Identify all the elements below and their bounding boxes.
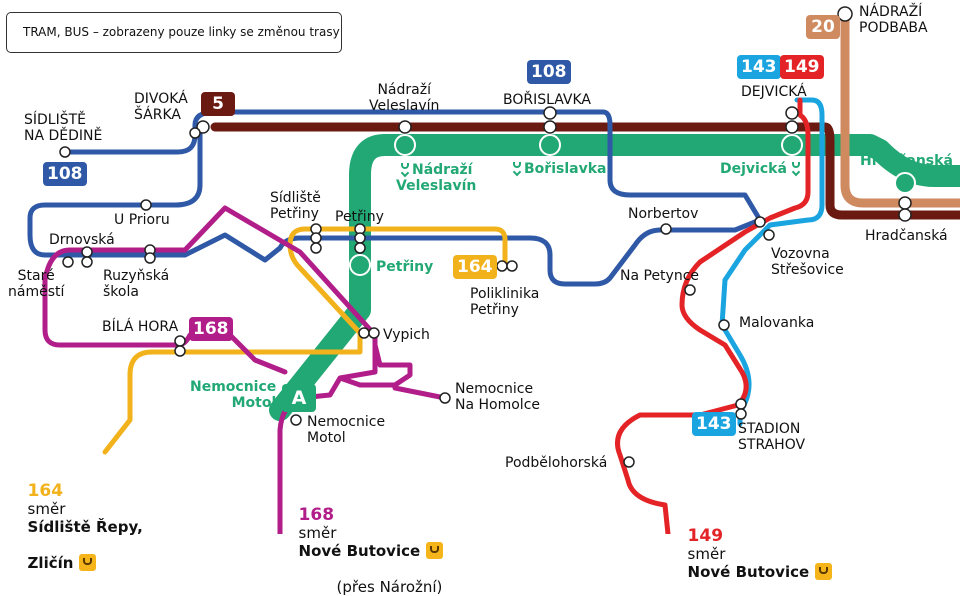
stop-label-u-prioru: U Prioru — [114, 212, 170, 228]
stop-marker-borislavka-1 — [543, 106, 557, 120]
badge-line-108-left: 108 — [43, 162, 87, 186]
stop-marker-petriny-2 — [354, 232, 366, 244]
stop-marker-dejvicka-2 — [785, 120, 799, 134]
stop-marker-hradcanska-2 — [898, 208, 912, 222]
stop-marker-dejvicka-1 — [785, 106, 799, 120]
stop-label-norbertov: Norbertov — [628, 206, 699, 222]
stop-marker-nemocnice-motol — [290, 414, 302, 426]
stop-marker-u-prioru — [140, 199, 152, 211]
stop-marker-stare-namesti — [62, 256, 74, 268]
metro-icon — [426, 542, 444, 559]
stop-marker-norbertov — [660, 223, 672, 235]
metro-label-petriny: Petřiny — [376, 259, 434, 275]
metro-station-dejvicka — [781, 134, 803, 156]
route-143 — [719, 97, 825, 427]
stop-label-stadion-strahov: STADION STRAHOV — [738, 421, 806, 453]
metro-icon — [399, 163, 412, 175]
metro-label-borislavka: Bořislavka — [508, 161, 606, 177]
stop-marker-drnovska-1 — [81, 246, 93, 258]
route-20 — [840, 10, 960, 208]
metro-label-nemocnice-motol: Nemocnice Motol — [190, 379, 277, 411]
stop-marker-sidliste-na-dedine — [59, 146, 71, 158]
destination-149: 149 směr Nové Butovice — [678, 509, 833, 581]
metro-station-nadrazi-veleslavin — [394, 134, 416, 156]
badge-line-149-top: 149 — [780, 55, 824, 79]
stop-marker-nadrazi-veleslavin — [398, 120, 412, 134]
stop-marker-poliklinika-2 — [506, 260, 518, 272]
stop-marker-vypich-2 — [368, 327, 380, 339]
stop-label-petriny: Petřiny — [335, 209, 384, 225]
metro-icon — [79, 554, 97, 571]
badge-line-164: 164 — [453, 255, 497, 279]
stop-label-ruzynska-skola: Ruzyňská škola — [103, 268, 170, 300]
stop-marker-sidliste-petriny-2 — [310, 232, 322, 244]
stop-label-nadrazi-podbaba: NÁDRAŽÍ PODBABA — [859, 4, 928, 36]
stop-marker-vypich-1 — [358, 327, 370, 339]
stop-label-nemocnice-na-homolce: Nemocnice Na Homolce — [455, 381, 540, 413]
stop-label-borislavka: BOŘISLAVKA — [503, 92, 592, 108]
metro-line-a — [269, 134, 960, 421]
stop-marker-nemocnice-na-homolce — [439, 392, 451, 404]
stop-marker-stadion-strahov-1 — [735, 398, 747, 410]
stop-marker-podbelohorska — [623, 456, 635, 468]
stop-marker-hradcanska-1 — [898, 196, 912, 210]
metro-label-nadrazi-veleslavin: Nádraží Veleslavín — [396, 162, 477, 194]
stop-label-dejvicka: DEJVICKÁ — [741, 84, 807, 100]
metro-icon — [790, 162, 803, 174]
stop-marker-borislavka-2 — [543, 120, 557, 134]
stop-marker-vozovna-1 — [754, 216, 766, 228]
stop-marker-bila-hora-1 — [174, 335, 186, 347]
stop-marker-bila-hora-2 — [174, 345, 186, 357]
stop-label-sidliste-petriny: Sídliště Petřiny — [270, 190, 321, 222]
stop-marker-sidliste-petriny-3 — [310, 242, 322, 254]
stop-label-vypich: Vypich — [383, 327, 430, 343]
stop-label-poliklinika-petriny: Poliklinika Petřiny — [470, 286, 540, 318]
metro-label-dejvicka: Dejvická — [720, 161, 803, 177]
stop-label-vozovna-stresovice: Vozovna Střešovice — [771, 246, 844, 278]
stop-marker-drnovska-2 — [81, 256, 93, 268]
stop-marker-ruzynska-skola-2 — [144, 252, 156, 264]
stop-marker-vozovna-2 — [763, 229, 775, 241]
badge-line-5: 5 — [201, 92, 235, 116]
destination-164: 164 směr Sídliště Řepy, Zličín — [27, 481, 143, 572]
badge-metro-a: A — [282, 384, 316, 412]
stop-marker-petriny-3 — [354, 242, 366, 254]
metro-icon — [815, 563, 833, 580]
stop-label-hradcanska: Hradčanská — [865, 228, 948, 244]
badge-line-168: 168 — [189, 317, 233, 341]
route-149 — [615, 97, 811, 534]
stop-label-podbelohorska: Podbělohorská — [505, 455, 608, 471]
stop-marker-poliklinika-1 — [496, 260, 508, 272]
metro-icon — [511, 162, 524, 174]
destination-168: 168 směr Nové Butovice (přes Nárožní) — [298, 505, 444, 596]
metro-station-borislavka — [539, 134, 561, 156]
stop-label-sidliste-na-dedine: SÍDLIŠTĚ NA DĚDINĚ — [24, 112, 103, 144]
badge-line-143-bottom: 143 — [692, 412, 736, 436]
stop-label-divoka-sarka: DIVOKÁ ŠÁRKA — [134, 91, 188, 123]
stop-label-nadrazi-veleslavin: Nádraží Veleslavín — [369, 82, 440, 114]
stop-label-stare-namesti: Staré náměstí — [8, 268, 65, 300]
stop-marker-podbaba — [837, 6, 853, 22]
legend-box: TRAM, BUS – zobrazeny pouze linky se změ… — [6, 12, 342, 53]
stop-marker-malovanka — [718, 319, 730, 331]
badge-line-108-top: 108 — [527, 60, 571, 84]
stop-marker-stadion-strahov-2 — [735, 408, 747, 420]
stop-marker-divoka-sarka-1 — [196, 120, 210, 134]
badge-line-20: 20 — [806, 15, 840, 39]
route-108 — [27, 109, 763, 287]
metro-label-hradcanska: Hradčanská — [860, 153, 953, 169]
stop-label-drnovska: Drnovská — [49, 232, 115, 248]
route-164 — [102, 226, 508, 455]
stop-label-na-petynce: Na Petynce — [620, 268, 700, 284]
stop-marker-na-petynce — [684, 284, 696, 296]
badge-line-143-top: 143 — [737, 55, 781, 79]
metro-station-petriny — [349, 254, 371, 276]
stop-marker-divoka-sarka-2 — [189, 127, 201, 139]
stop-label-bila-hora: BÍLÁ HORA — [102, 319, 179, 335]
metro-station-hradcanska — [894, 172, 916, 194]
stop-label-malovanka: Malovanka — [739, 315, 815, 331]
stop-label-nemocnice-motol: Nemocnice Motol — [307, 414, 386, 446]
route-5 — [210, 122, 960, 220]
